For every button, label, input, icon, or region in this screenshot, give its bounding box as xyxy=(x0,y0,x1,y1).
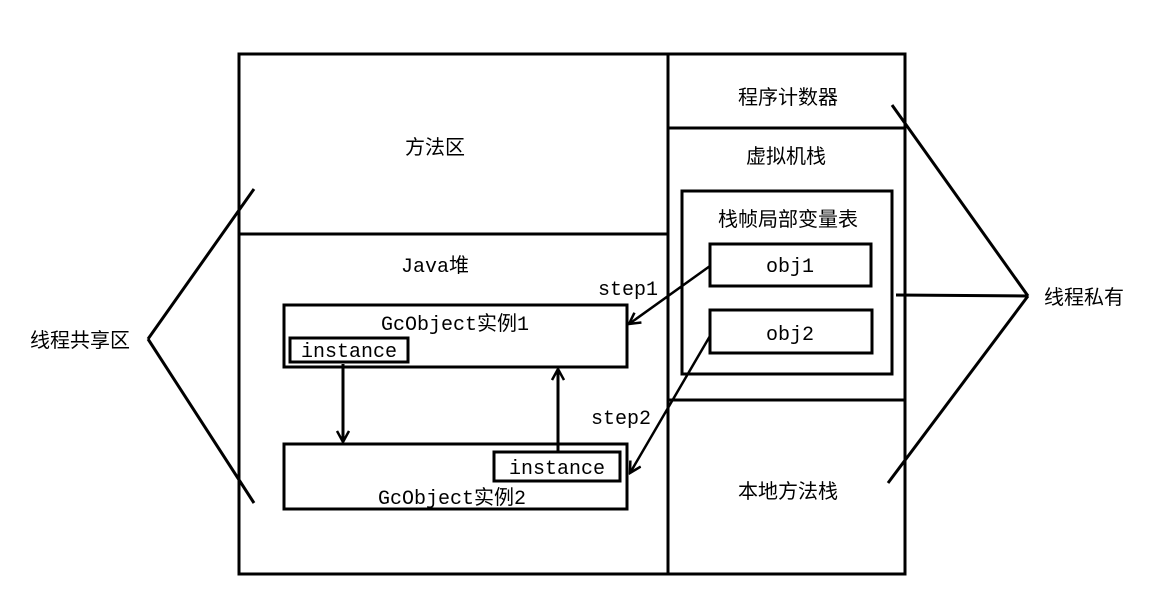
stack-frame-label: 栈帧局部变量表 xyxy=(718,207,858,231)
gcobject-2-instance-field: instance xyxy=(509,458,605,481)
private-bracket-lower-line xyxy=(886,295,1030,484)
gcobject-1-label: GcObject实例1 xyxy=(381,312,529,337)
jvm-outer-frame xyxy=(237,52,907,576)
native-method-stack-label: 本地方法栈 xyxy=(738,479,838,503)
private-bracket-middle-line xyxy=(895,293,1029,298)
gcobject-2-box xyxy=(282,442,629,511)
method-area: 方法区 xyxy=(405,135,465,159)
gcobject-2-instance-field-box xyxy=(492,450,622,483)
program-counter-label: 程序计数器 xyxy=(738,85,838,109)
stack-frame-box xyxy=(680,189,894,376)
obj2-box xyxy=(708,308,874,355)
vm-stack: 虚拟机栈 栈帧局部变量表 obj1 obj2 xyxy=(680,144,894,376)
shared-bracket-upper-line xyxy=(146,188,256,340)
step1-label: step1 xyxy=(598,279,658,302)
gcobject-2-label: GcObject实例2 xyxy=(378,486,526,511)
thread-private-label: 线程私有 xyxy=(1044,285,1124,309)
obj1-label: obj1 xyxy=(766,256,814,279)
thread-shared-bracket: 线程共享区 xyxy=(30,188,256,504)
gcobject-1-instance-field-box xyxy=(288,336,410,364)
gcobject-1-box xyxy=(282,303,629,369)
shared-bracket-lower-line xyxy=(146,338,256,504)
java-heap-label: Java堆 xyxy=(401,254,469,279)
program-counter: 程序计数器 xyxy=(738,85,838,109)
java-heap: Java堆 GcObject实例1 instance instance GcOb… xyxy=(282,254,629,511)
method-area-label: 方法区 xyxy=(405,135,465,159)
step2-label: step2 xyxy=(591,408,651,431)
gcobject-1-instance-field: instance xyxy=(301,341,397,364)
private-bracket-upper-line xyxy=(890,104,1030,297)
gcobject-instance-1: GcObject实例1 instance xyxy=(282,303,629,369)
native-method-stack: 本地方法栈 xyxy=(738,479,838,503)
obj2-label: obj2 xyxy=(766,324,814,347)
gcobject-instance-2: instance GcObject实例2 xyxy=(282,442,629,511)
obj1-box xyxy=(708,242,873,288)
vm-stack-label: 虚拟机栈 xyxy=(746,144,826,168)
thread-shared-label: 线程共享区 xyxy=(30,328,130,352)
arrow-step1-obj1-to-gcobject1 xyxy=(629,264,711,324)
thread-private-bracket: 线程私有 xyxy=(886,104,1124,484)
arrow-step2-obj2-to-instance2 xyxy=(630,335,712,473)
